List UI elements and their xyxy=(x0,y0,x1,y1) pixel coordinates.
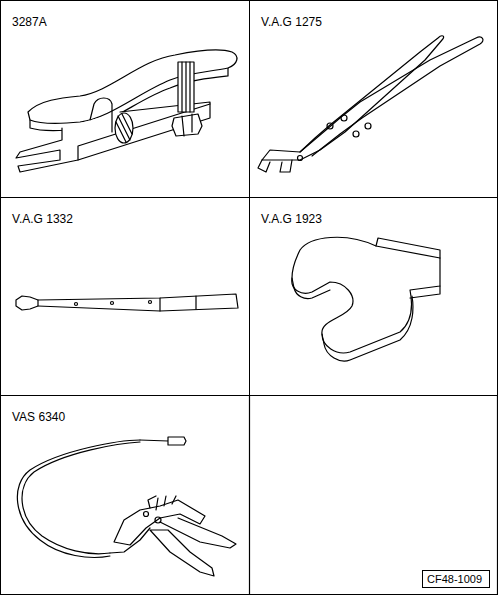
figure-code: CF48-1009 xyxy=(427,573,485,585)
figure-code-box: CF48-1009 xyxy=(422,570,490,588)
ball-joint-puller xyxy=(16,50,237,172)
tool-number: VAS 6340 xyxy=(12,410,65,424)
tool-number: V.A.G 1923 xyxy=(261,212,322,226)
open-end-insert xyxy=(292,237,440,361)
tool-cell: V.A.G 1275 xyxy=(249,0,498,198)
tool-number: V.A.G 1275 xyxy=(261,15,322,29)
tool-cell: V.A.G 1923 xyxy=(249,197,498,396)
empty-cell xyxy=(250,396,498,595)
torque-wrench xyxy=(16,294,238,311)
tool-cell: VAS 6340 xyxy=(0,395,250,595)
tool-cell: V.A.G 1332 xyxy=(0,197,250,396)
tool-cell: 3287A xyxy=(0,0,250,198)
hose-clip-pliers xyxy=(258,36,483,172)
tool-number: V.A.G 1332 xyxy=(12,212,73,226)
tool-number: 3287A xyxy=(12,15,47,29)
cable-operated-pliers xyxy=(17,437,236,576)
